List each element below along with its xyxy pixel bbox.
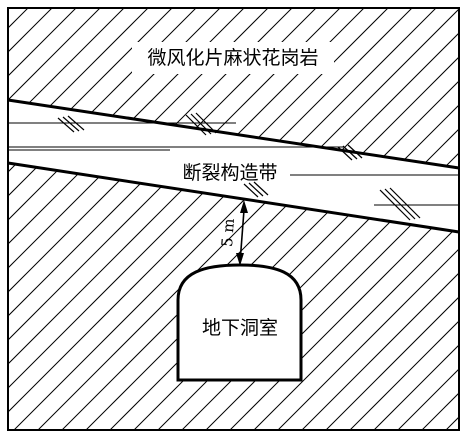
- fault-slip-marks: [57, 112, 421, 221]
- diagram-frame: [7, 7, 460, 431]
- hatch-line: [8, 8, 181, 168]
- hatch-line: [8, 8, 109, 168]
- hatch-line: [0, 150, 6, 439]
- hatch-line: [339, 8, 459, 168]
- hatch-line: [8, 163, 271, 430]
- hatch-line: [8, 163, 223, 430]
- hatch-line: [387, 163, 459, 430]
- rock-label: 微风化片麻状花岗岩: [147, 47, 318, 69]
- hatch-line: [8, 8, 85, 168]
- hatch-line: [8, 8, 61, 168]
- hatch-line: [460, 150, 467, 439]
- hatch-line: [315, 163, 459, 430]
- chamber-label: 地下洞室: [202, 317, 278, 339]
- hatch-line: [339, 163, 459, 430]
- hatch-line: [8, 8, 133, 168]
- fault-lower-boundary: [7, 161, 460, 234]
- hatch-line: [435, 163, 459, 430]
- hatch-line: [243, 163, 459, 430]
- fault-label-mask: [170, 160, 290, 186]
- hatch-line: [363, 163, 459, 430]
- distance-arrow: [236, 200, 248, 266]
- hatch-line: [460, 0, 467, 200]
- hatch-line: [8, 8, 157, 168]
- hatch-line: [8, 163, 175, 430]
- hatch-line: [8, 163, 79, 430]
- hatch-line: [291, 163, 459, 430]
- fault-upper-boundary: [7, 98, 460, 170]
- hatch-line: [8, 163, 247, 430]
- hatch-line: [267, 8, 459, 168]
- hatch-line: [8, 163, 199, 430]
- distance-label: 5 m: [218, 218, 238, 248]
- hatch-line: [8, 163, 103, 430]
- hatch-line: [219, 163, 459, 430]
- hatch-line: [8, 163, 151, 430]
- hatch-line: [387, 8, 459, 168]
- hatch-line: [267, 163, 459, 430]
- fault-zone-label: 断裂构造带: [182, 162, 277, 184]
- hatch-line: [8, 163, 31, 430]
- hatch-line: [8, 163, 127, 430]
- rock-label-mask: [132, 42, 334, 74]
